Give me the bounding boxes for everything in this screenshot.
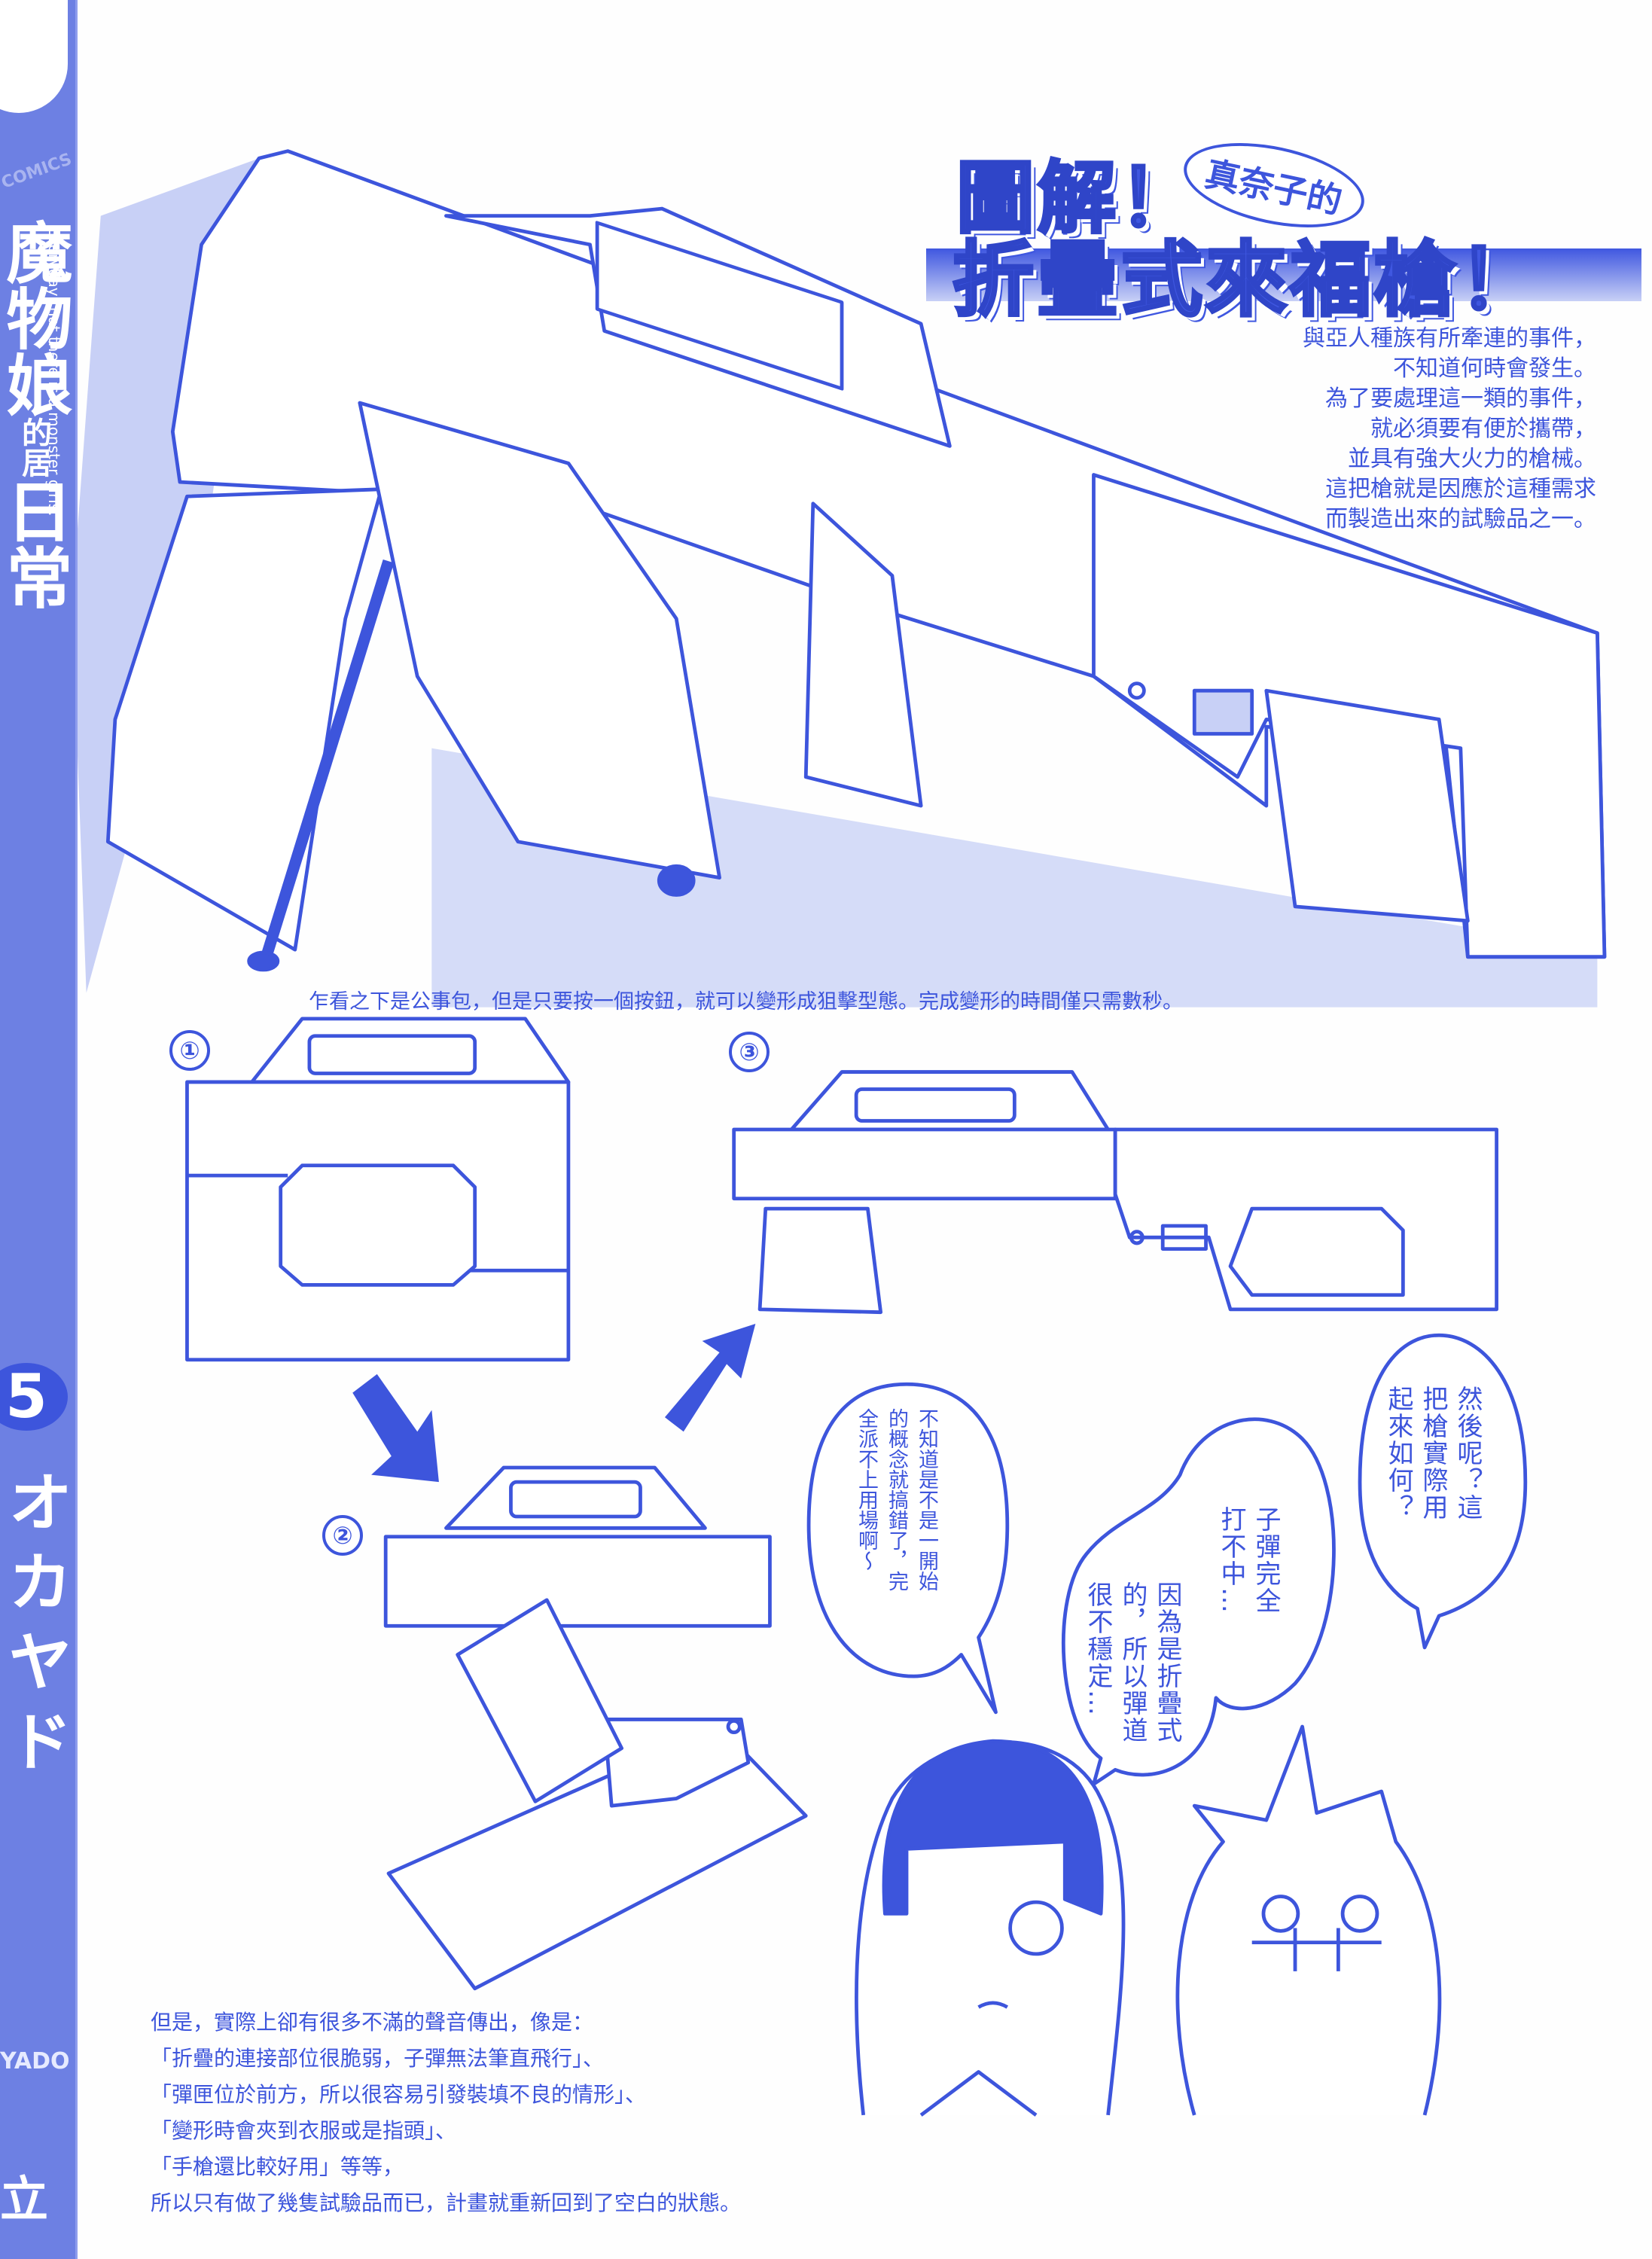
bubble-line: 然後呢？這 bbox=[1452, 1386, 1483, 1521]
transform-arrows bbox=[352, 1323, 756, 1483]
spine-title: 魔物娘的居日常 bbox=[0, 218, 73, 610]
spine-title-char: 日 bbox=[0, 477, 73, 544]
bottom-line: 所以只有做了幾隻試驗品而已，計畫就重新回到了空白的狀態。 bbox=[151, 2190, 742, 2215]
bubble-middle-bottom-text: 因為是折疊式 的，所以彈道 很不穩定… bbox=[1081, 1581, 1184, 1762]
spine-publisher-char: 立 bbox=[0, 2172, 48, 2228]
book-spine: COMICS 魔物娘的居日常 Everyday that there is a … bbox=[0, 0, 78, 2259]
briefcase-step-1 bbox=[185, 1017, 571, 1362]
intro-line: 並具有強大火力的槍械。 bbox=[1348, 446, 1596, 472]
bubble-left-text: 不知道是不是一開始 的概念就搞錯了，完 全派不上用場啊～ bbox=[851, 1408, 941, 1634]
spine-title-char: 物 bbox=[0, 285, 73, 351]
intro-line: 為了要處理這一類的事件， bbox=[1325, 386, 1596, 412]
bottom-line: 「折疊的連接部位很脆弱，子彈無法筆直飛行」、 bbox=[151, 2046, 605, 2071]
volume-number: 5 bbox=[0, 1363, 68, 1431]
bubble-line: 很不穩定… bbox=[1083, 1581, 1113, 1717]
bottom-line: 但是，實際上卻有很多不滿的聲音傳出，像是： bbox=[151, 2010, 594, 2035]
bubble-line: 打不中… bbox=[1216, 1506, 1246, 1614]
briefcase-step-2 bbox=[383, 1465, 808, 1991]
intro-line: 與亞人種族有所牽連的事件， bbox=[1303, 325, 1596, 352]
bubble-line: 把槍實際用 bbox=[1418, 1386, 1448, 1521]
bubble-middle-top-text: 子彈完全 打不中… bbox=[1214, 1506, 1283, 1657]
intro-line: 不知道何時會發生。 bbox=[1393, 355, 1596, 382]
publisher-logo-icon bbox=[0, 0, 68, 113]
heading-line2: 折疊式來福槍！ bbox=[951, 232, 1544, 329]
spine-subtitle: Everyday that there is a monster girls. bbox=[45, 226, 63, 517]
intro-text: 與亞人種族有所牽連的事件， 不知道何時會發生。 為了要處理這一類的事件， 就必須… bbox=[1280, 324, 1596, 535]
step-1-label: ① bbox=[169, 1030, 210, 1071]
heading-banner bbox=[926, 248, 1641, 301]
bubble-line: 起來如何？ bbox=[1383, 1386, 1413, 1521]
bubble-right-text: 然後呢？這 把槍實際用 起來如何？ bbox=[1381, 1386, 1485, 1536]
bottom-text: 但是，實際上卻有很多不滿的聲音傳出，像是： 「折疊的連接部位很脆弱，子彈無法筆直… bbox=[151, 2004, 741, 2221]
intro-line: 這把槍就是因應於這種需求 bbox=[1325, 476, 1596, 502]
bubble-line: 不知道是不是一開始 bbox=[915, 1408, 938, 1591]
bottom-line: 「手槍還比較好用」等等， bbox=[151, 2154, 404, 2179]
spine-title-char: 常 bbox=[0, 544, 73, 610]
spine-author-romaji: YADO bbox=[0, 2048, 70, 2075]
bottom-line: 「變形時會夾到衣服或是指頭」、 bbox=[151, 2118, 457, 2143]
spine-title-char: 魔 bbox=[0, 218, 73, 285]
spine-title-char: 居 bbox=[17, 447, 51, 477]
intro-line: 而製造出來的試驗品之一。 bbox=[1325, 506, 1596, 532]
spine-title-char: 的 bbox=[17, 417, 51, 447]
publisher-logo-text: COMICS bbox=[0, 150, 75, 193]
step-3-label: ③ bbox=[729, 1032, 770, 1072]
caption: 乍看之下是公事包，但是只要按一個按鈕，就可以變形成狙擊型態。完成變形的時間僅只需… bbox=[309, 990, 1183, 1014]
bubble-line: 的，所以彈道 bbox=[1117, 1581, 1148, 1744]
rifle-step-3 bbox=[732, 1070, 1498, 1315]
speech-bubbles bbox=[806, 1333, 1528, 1786]
spine-author: オカヤド bbox=[0, 1468, 72, 1788]
bubble-line: 子彈完全 bbox=[1251, 1506, 1281, 1614]
bubble-line: 全派不上用場啊～ bbox=[855, 1408, 878, 1571]
step-2-label: ② bbox=[322, 1515, 363, 1556]
characters bbox=[855, 1724, 1442, 2117]
spine-title-char: 娘 bbox=[0, 351, 73, 417]
bubble-line: 因為是折疊式 bbox=[1152, 1581, 1182, 1744]
intro-line: 就必須要有便於攜帶， bbox=[1370, 416, 1596, 442]
heading-line1: 圖解！ bbox=[955, 151, 1201, 245]
bubble-line: 的概念就搞錯了，完 bbox=[885, 1408, 908, 1591]
folding-rifle-illustration bbox=[72, 149, 1607, 1008]
bottom-line: 「彈匣位於前方，所以很容易引發裝填不良的情形」、 bbox=[151, 2082, 647, 2107]
